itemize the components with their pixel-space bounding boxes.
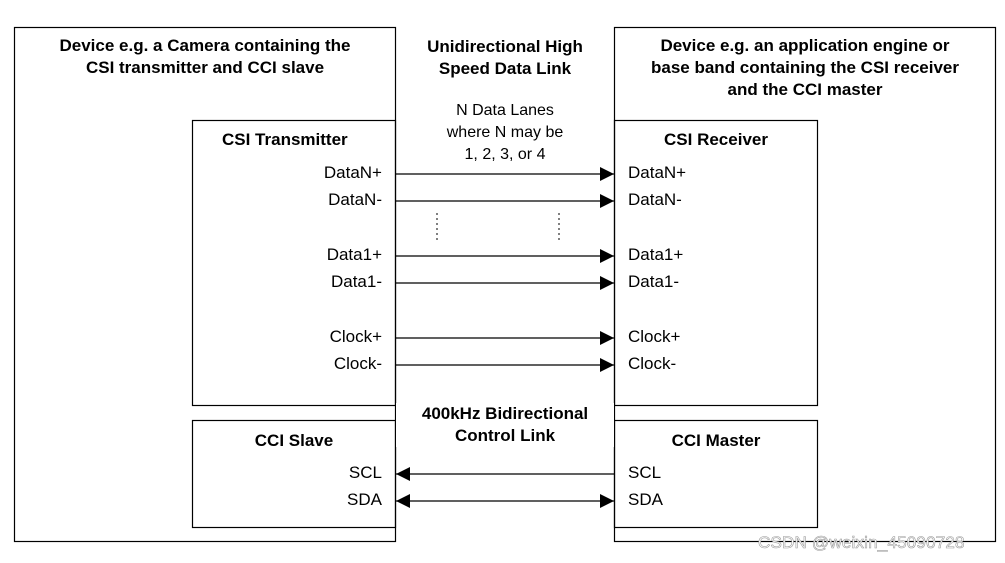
rx-signal-data1-plus: Data1+	[628, 245, 684, 264]
cci-slave-title: CCI Slave	[254, 431, 334, 450]
tx-signal-clock-minus: Clock-	[333, 354, 382, 373]
rx-signal-clock-minus: Clock-	[628, 354, 677, 373]
csi-transmitter-box	[191, 119, 397, 407]
rx-signal-datan-minus: DataN-	[628, 190, 682, 209]
tx-signal-data1-plus: Data1+	[326, 245, 382, 264]
cci-master-title: CCI Master	[671, 431, 761, 450]
csi-receiver-box	[613, 119, 819, 407]
master-signal-scl: SCL	[628, 463, 662, 482]
tx-signal-datan-minus: DataN-	[328, 190, 382, 209]
tx-signal-data1-minus: Data1-	[330, 272, 382, 291]
rx-signal-datan-plus: DataN+	[628, 163, 687, 182]
rx-signal-clock-plus: Clock+	[628, 327, 681, 346]
csdn-watermark: CSDN @weixin_45090728	[758, 533, 965, 553]
csi-receiver-title: CSI Receiver	[664, 130, 768, 149]
tx-signal-datan-plus: DataN+	[323, 163, 382, 182]
tx-signal-clock-plus: Clock+	[329, 327, 382, 346]
slave-signal-scl: SCL	[348, 463, 382, 482]
right-device-title: Device e.g. an application engine or bas…	[651, 36, 959, 99]
control-link-label: 400kHz Bidirectional Control Link	[396, 403, 614, 447]
csi-transmitter-title: CSI Transmitter	[222, 130, 348, 149]
cci-master-box	[613, 419, 819, 529]
cci-slave-box	[191, 419, 397, 529]
left-device-title: Device e.g. a Camera containing the CSI …	[59, 36, 351, 77]
slave-signal-sda: SDA	[347, 490, 382, 509]
rx-signal-data1-minus: Data1-	[628, 272, 680, 291]
data-link-label: Unidirectional High Speed Data Link	[427, 37, 583, 78]
lanes-note: N Data Lanes where N may be 1, 2, 3, or …	[446, 102, 564, 163]
master-signal-sda: SDA	[628, 490, 663, 509]
